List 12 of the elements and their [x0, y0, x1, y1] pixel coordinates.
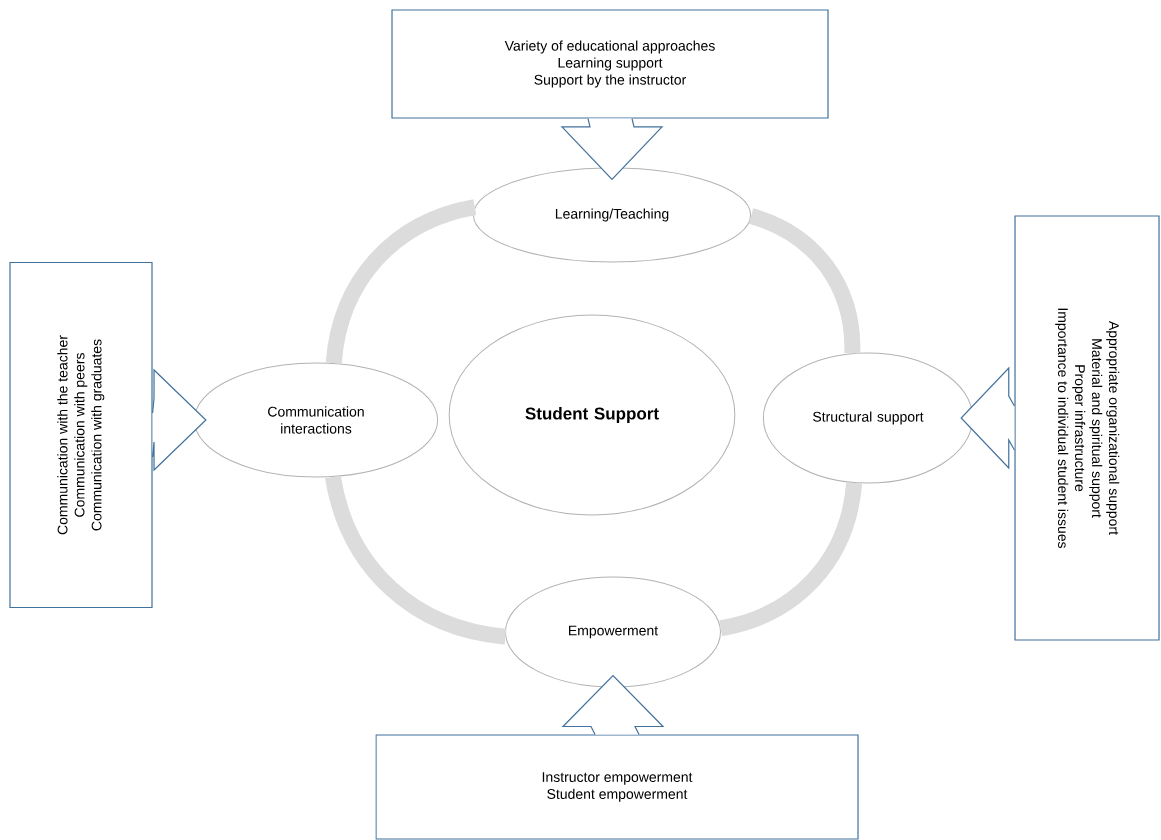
ring-arc: [325, 475, 507, 645]
block-arrow: [560, 118, 664, 181]
text-box: Appropriate organizational support Material and spiritual support Proper infrastructure Importance to individual student issues: [1014, 215, 1160, 641]
ring-arc: [748, 208, 861, 354]
block-arrow: [960, 366, 1015, 470]
text-box: Variety of educational approaches Learning support Support by the instructor: [391, 9, 829, 119]
block-arrow: [152, 368, 207, 472]
ring-arc: [719, 481, 863, 637]
text-box: Communication with the teacher Communication with peers Communication with graduates: [9, 261, 153, 609]
text-box: Instructor empowerment Student empowerment: [375, 734, 859, 840]
block-arrow: [561, 674, 665, 735]
ring-arc: [325, 199, 477, 365]
